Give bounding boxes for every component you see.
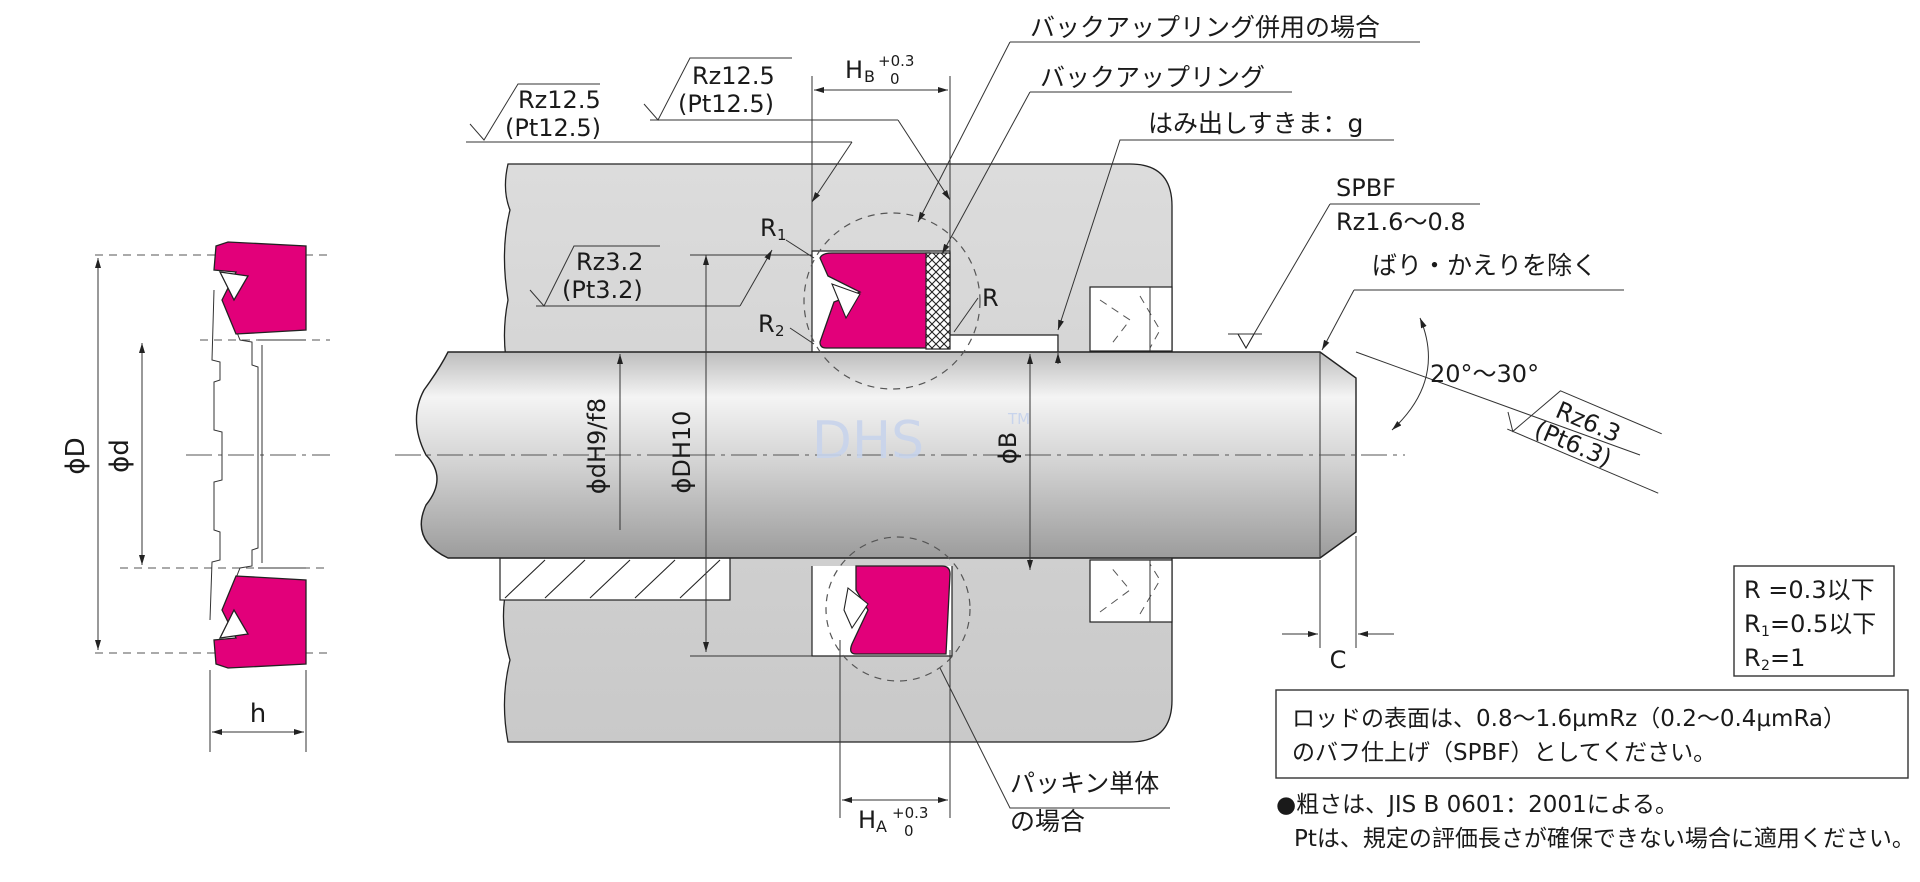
dim-phid: ϕd xyxy=(105,439,135,473)
roughness-pt125-b: (Pt12.5) xyxy=(678,90,774,118)
dim-HB: H B +0.3 0 xyxy=(811,52,951,251)
dim-HB-tol-low: 0 xyxy=(890,70,900,88)
dim-phidH9f8: ϕdH9/f8 xyxy=(583,398,611,494)
label-deburr: ばり・かえりを除く xyxy=(1372,251,1597,280)
seal-section-view: ϕD ϕd h xyxy=(61,241,330,752)
label-R2: R xyxy=(758,310,775,338)
roughness-pt125-a: (Pt12.5) xyxy=(505,114,601,142)
callouts-top: バックアップリング併用の場合 バックアップリング はみ出しすきま：g SPBF … xyxy=(917,13,1624,364)
dim-HB-tol-up: +0.3 xyxy=(878,52,914,70)
dim-HA: H A +0.3 0 xyxy=(839,640,951,840)
radius-box-line3-post: =1 xyxy=(1770,644,1805,672)
seal-lip-lower-left xyxy=(213,575,307,669)
label-R: R xyxy=(982,284,999,312)
radius-box-line3-pre: R xyxy=(1744,644,1761,672)
dim-phiD: ϕD xyxy=(61,437,91,474)
label-spbf: SPBF xyxy=(1336,174,1396,202)
dim-phiDH10: ϕDH10 xyxy=(668,411,696,494)
roughness-pt32: (Pt3.2) xyxy=(562,276,643,304)
label-extrusion-gap: はみ出しすきま：g xyxy=(1148,109,1363,138)
label-R1-sub: 1 xyxy=(777,226,787,244)
roughness-rz125-b: Rz12.5 xyxy=(692,62,775,90)
backup-ring xyxy=(925,252,951,350)
seal-lower-gland xyxy=(825,536,971,682)
radius-box-line2-pre: R xyxy=(1744,610,1761,638)
dim-HA-sub: A xyxy=(876,817,887,836)
watermark: DHS xyxy=(812,411,924,471)
seal-upper-gland xyxy=(803,212,981,390)
dim-HB-sub: B xyxy=(864,67,875,86)
radius-box-line1: R =0.3以下 xyxy=(1744,576,1875,604)
label-backup-ring: バックアップリング xyxy=(1040,63,1265,92)
seal-lip-upper-left xyxy=(213,241,307,335)
label-R2-sub: 2 xyxy=(775,322,785,340)
label-chamfer-c: C xyxy=(1330,646,1347,674)
dim-phiB: ϕB xyxy=(994,432,1022,464)
chamfer-dimension: 20°〜30° C xyxy=(1282,317,1641,674)
label-packing-only-1: パッキン単体 xyxy=(1010,769,1159,798)
radius-box-line2-post: =0.5以下 xyxy=(1770,610,1876,638)
radius-labels: R 1 R 2 R xyxy=(758,214,999,345)
radius-box-line3-sub: 2 xyxy=(1761,658,1770,674)
radius-spec-box: R =0.3以下 R 1 =0.5以下 R 2 =1 xyxy=(1733,565,1895,677)
callout-packing-only: パッキン単体 の場合 xyxy=(939,667,1170,836)
note-box-line2: のバフ仕上げ（SPBF）としてください。 xyxy=(1292,740,1716,766)
dim-HA-label: H xyxy=(858,806,876,834)
note-bullet1: ●粗さは、JIS B 0601：2001による。 xyxy=(1276,792,1678,818)
notes: ロッドの表面は、0.8〜1.6μmRz（0.2〜0.4μmRa） のバフ仕上げ（… xyxy=(1275,689,1915,852)
roughness-rz125-a: Rz12.5 xyxy=(518,86,601,114)
rod xyxy=(395,351,1405,559)
note-box-line1: ロッドの表面は、0.8〜1.6μmRz（0.2〜0.4μmRa） xyxy=(1292,706,1846,732)
roughness-rz32: Rz3.2 xyxy=(576,248,643,276)
radius-box-line2-sub: 1 xyxy=(1761,624,1770,640)
dim-HA-tol-low: 0 xyxy=(904,822,914,840)
label-R1: R xyxy=(760,214,777,242)
vertical-dimensions: ϕdH9/f8 ϕDH10 ϕB xyxy=(583,254,1033,657)
label-rz16-08: Rz1.6〜0.8 xyxy=(1336,208,1466,236)
dim-h: h xyxy=(250,699,266,729)
label-angle: 20°〜30° xyxy=(1430,360,1539,388)
watermark-tm: TM xyxy=(1007,410,1030,428)
roughness-symbols: Rz12.5 (Pt12.5) Rz12.5 (Pt12.5) Rz3.2 (P… xyxy=(466,57,1662,494)
dim-HB-label: H xyxy=(845,56,863,84)
note-bullet2: Ptは、規定の評価長さが確保できない場合に適用ください。 xyxy=(1294,826,1915,852)
dim-HA-tol-up: +0.3 xyxy=(892,804,928,822)
label-backup-combined: バックアップリング併用の場合 xyxy=(1030,13,1380,42)
label-packing-only-2: の場合 xyxy=(1010,807,1085,836)
